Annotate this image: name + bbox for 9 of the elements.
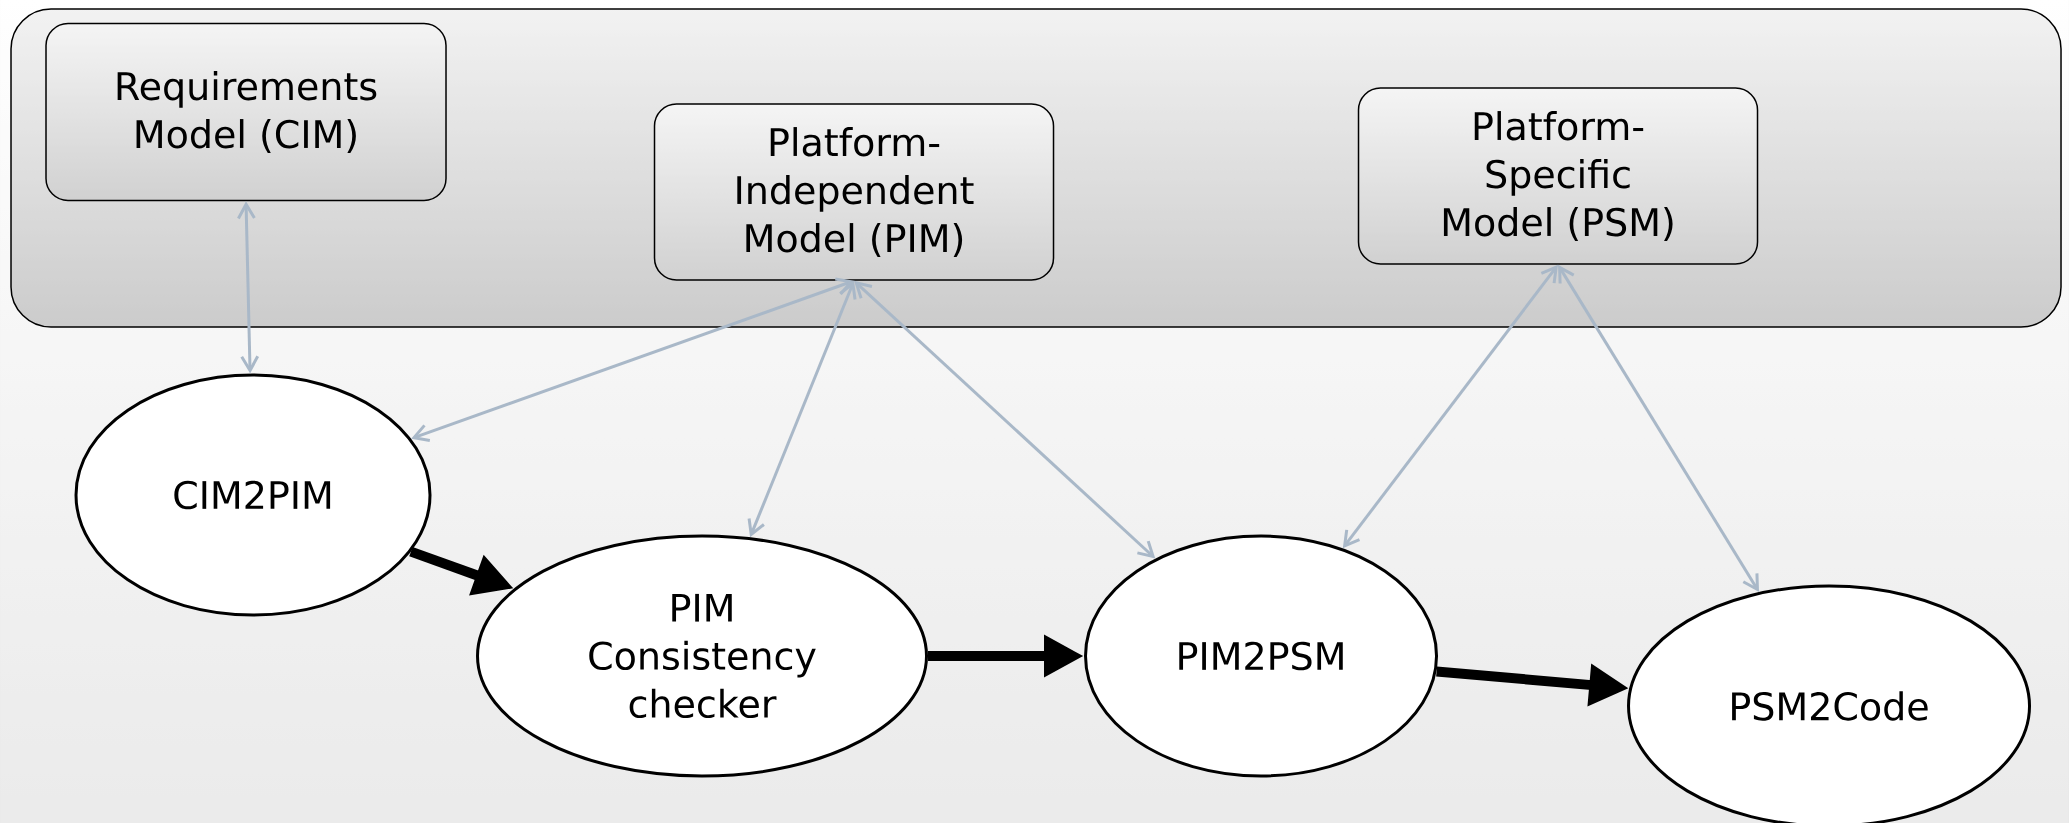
arrow: [854, 280, 1156, 559]
arrow: [411, 277, 854, 442]
model-box: Platform-Independent Model (PIM): [653, 103, 1055, 281]
model-box: Requirements Model (CIM): [45, 22, 447, 202]
model-box: Platform-Specific Model (PSM): [1357, 87, 1759, 265]
arrow: [1342, 264, 1558, 549]
arrow: [747, 280, 857, 538]
arrow: [1558, 264, 1760, 593]
arrow: [237, 201, 260, 374]
